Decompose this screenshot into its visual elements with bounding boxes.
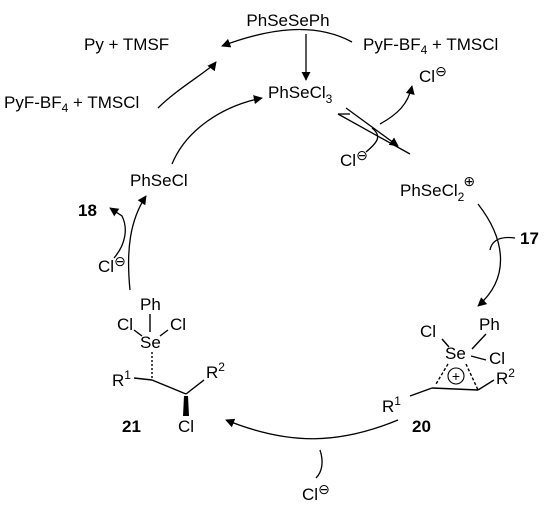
chloride-ion-added: Cl⊖ bbox=[340, 147, 368, 170]
a21-bond-cl-right bbox=[159, 329, 169, 337]
cycle-arrow-adduct-to-phsecl bbox=[127, 195, 147, 291]
chloride-release-arrow bbox=[379, 85, 415, 125]
se20-cl-left: Cl bbox=[420, 322, 436, 341]
a21-cl-right: Cl bbox=[170, 315, 186, 334]
cycle-arrow-phsecl-to-trichloride bbox=[171, 95, 263, 165]
left-reagent-curved-arrow bbox=[157, 61, 217, 109]
diselenide-label: PhSeSePh bbox=[246, 11, 329, 30]
a21-bond-cl-left bbox=[133, 329, 143, 337]
chloride-ion-released: Cl⊖ bbox=[419, 63, 447, 86]
se20-se: Se bbox=[445, 344, 466, 363]
se20-ph: Ph bbox=[479, 315, 500, 334]
se20-r2: R2 bbox=[496, 366, 515, 388]
a21-bond-r1 bbox=[133, 377, 153, 381]
a21-cl-bottom: Cl bbox=[178, 417, 194, 436]
a21-r2: R2 bbox=[206, 360, 225, 382]
se20-plus: + bbox=[452, 368, 460, 384]
a21-cc-bond bbox=[151, 379, 187, 395]
byproduct-label: Py + TMSF bbox=[84, 35, 169, 54]
alkene-addition-arrow bbox=[489, 236, 516, 251]
se20-bond-cl bbox=[441, 338, 450, 348]
selenenyl-chloride-label: PhSeCl bbox=[130, 171, 188, 190]
a21-bond-r2 bbox=[185, 379, 205, 395]
a21-ph: Ph bbox=[140, 295, 161, 314]
product-compound-number: 18 bbox=[78, 201, 97, 220]
fluorinating-reagent-left: PyF-BF4 + TMSCl bbox=[4, 93, 139, 115]
top-oxidation-curved-arrow bbox=[221, 28, 353, 48]
chloride-uptake-arrow bbox=[365, 127, 379, 153]
chloride-attack-arrow bbox=[315, 449, 323, 479]
se20-bond-r2 bbox=[477, 379, 495, 391]
cycle-arrow-seleniranium-to-adduct bbox=[225, 418, 399, 440]
equilibrium-reverse-arrow bbox=[337, 113, 411, 155]
seleniranium-compound-number: 20 bbox=[412, 417, 431, 436]
se20-bond-r1 bbox=[409, 387, 433, 397]
se20-r1: R1 bbox=[382, 394, 401, 416]
trichloride-label: PhSeCl3 bbox=[268, 83, 333, 106]
se20-cc-bond bbox=[431, 387, 479, 391]
chloride-ion-bottom: Cl⊖ bbox=[302, 481, 330, 504]
chloroselenide-adduct-structure: Ph Cl Cl Se R1 R2 Cl bbox=[112, 295, 225, 436]
a21-r1: R1 bbox=[112, 368, 131, 390]
a21-bold-wedge bbox=[183, 396, 189, 416]
fluorinating-reagent-top: PyF-BF4 + TMSCl bbox=[363, 35, 498, 57]
se20-bond-ph bbox=[471, 333, 487, 350]
a21-se: Se bbox=[140, 333, 161, 352]
se20-partial-bond-left bbox=[435, 363, 449, 385]
adduct-compound-number: 21 bbox=[122, 417, 141, 436]
cycle-arrow-cation-to-seleniranium bbox=[477, 203, 502, 307]
elimination-arrow bbox=[109, 207, 126, 259]
se20-cl-right: Cl bbox=[489, 349, 505, 368]
se20-positive-charge-circle bbox=[447, 367, 465, 385]
selenenium-cation-label: PhSeCl2⊕ bbox=[400, 173, 475, 204]
alkene-compound-number: 17 bbox=[520, 229, 539, 248]
a21-cl-left: Cl bbox=[117, 315, 133, 334]
equilibrium-forward-arrow bbox=[345, 107, 399, 147]
seleniranium-ion-structure: Cl Ph Se Cl + R1 R2 bbox=[382, 315, 515, 416]
chloride-ion-left: Cl⊖ bbox=[98, 253, 126, 276]
se20-bond-cl-right bbox=[470, 355, 487, 361]
se20-partial-bond-right bbox=[465, 363, 479, 391]
